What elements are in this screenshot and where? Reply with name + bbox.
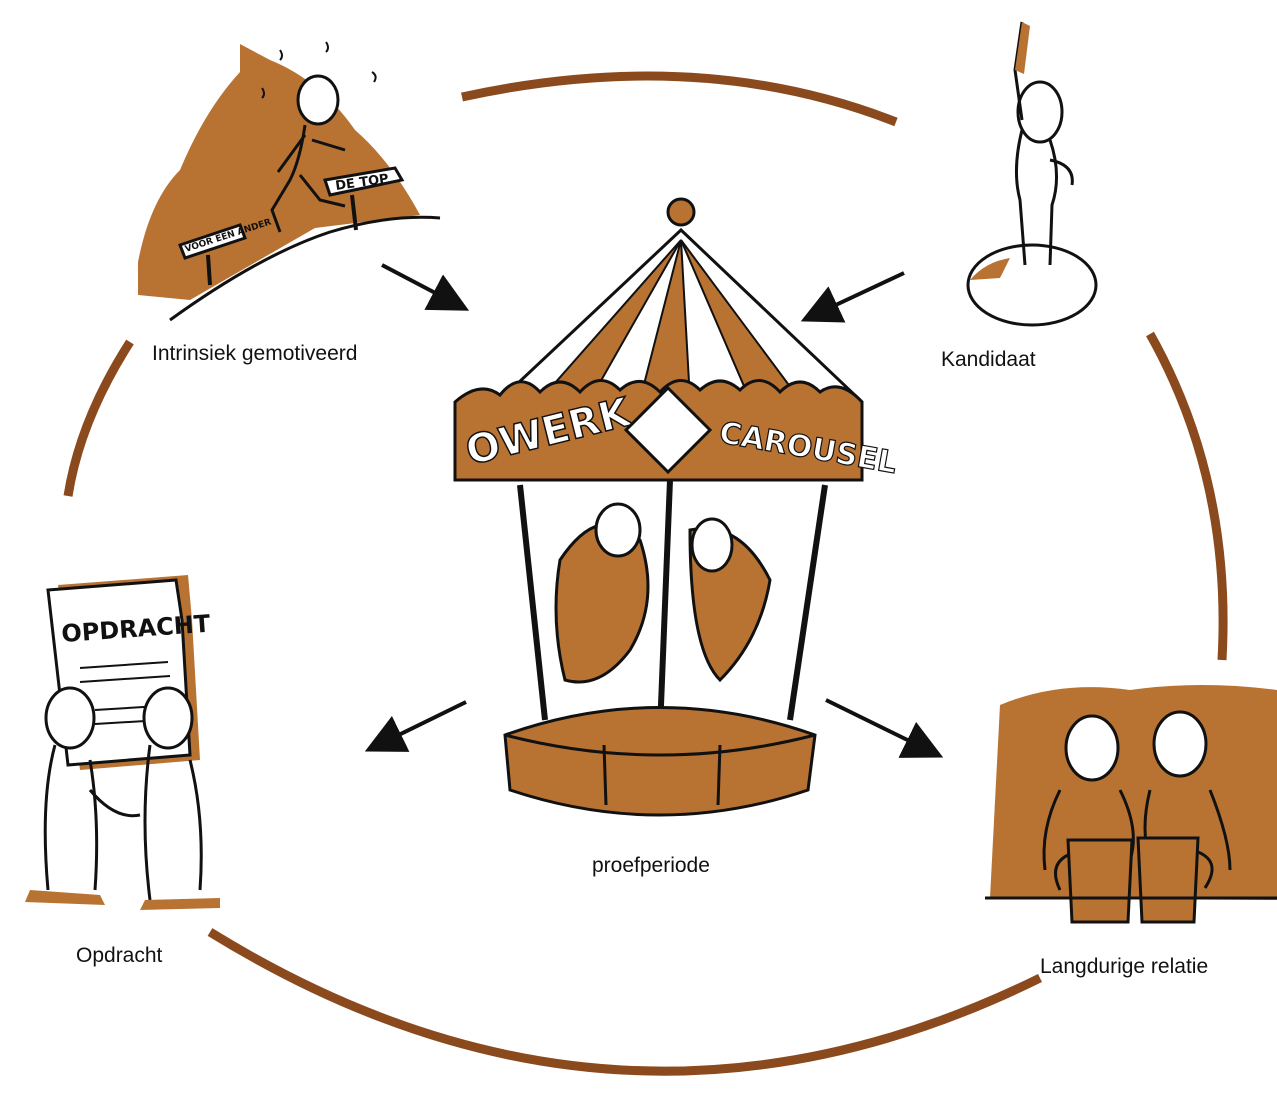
label-langdurige-relatie: Langdurige relatie <box>1040 955 1209 978</box>
label-kandidaat: Kandidaat <box>941 348 1036 371</box>
handshake-illustration: OPDRACHT <box>25 575 220 910</box>
man-figure <box>1013 21 1074 266</box>
base-panels <box>602 744 722 806</box>
two-men-figures <box>43 686 203 901</box>
relatie-background <box>990 685 1277 900</box>
arrow-carousel-to-opdracht <box>364 700 467 752</box>
label-intrinsiek-gemotiveerd: Intrinsiek gemotiveerd <box>152 342 358 365</box>
coffee-mugs <box>1054 836 1214 924</box>
label-opdracht: Opdracht <box>76 944 163 967</box>
roof-stripes <box>537 239 802 401</box>
arrow-intrinsiek-to-carousel <box>381 263 470 311</box>
riders <box>554 502 772 684</box>
pedestal <box>966 243 1098 327</box>
hill-ridge <box>169 215 441 322</box>
carousel-finial <box>666 197 696 227</box>
coffee-mugs-illustration <box>985 685 1277 924</box>
carousel-emblem <box>623 385 713 475</box>
ring-arc-left <box>63 339 134 497</box>
carousel-illustration: OWERK CAROUSEL <box>453 197 900 817</box>
sign-de-top-text: DE TOP <box>334 172 389 194</box>
carousel-poles <box>517 479 828 731</box>
two-men-heads <box>1042 710 1232 871</box>
arrow-kandidaat-to-carousel <box>800 271 905 323</box>
label-proefperiode: proefperiode <box>592 854 710 877</box>
sign-de-top: DE TOP <box>323 166 405 231</box>
ring-arc-bottom <box>207 928 1042 1076</box>
pointing-man-illustration <box>966 21 1098 327</box>
carousel-base <box>503 706 817 817</box>
flow-arrows <box>364 263 944 758</box>
base-rim <box>504 733 816 757</box>
pedestal-shadow <box>970 258 1010 280</box>
cycle-ring <box>63 71 1228 1076</box>
runner-figure <box>270 74 346 233</box>
ring-arc-top <box>461 71 898 127</box>
sweat-drops <box>261 41 377 99</box>
arrow-carousel-to-relatie <box>825 698 944 758</box>
ring-arc-right <box>1146 331 1228 661</box>
running-climber-illustration: DE TOP VOOR EEN ANDER <box>138 41 441 322</box>
